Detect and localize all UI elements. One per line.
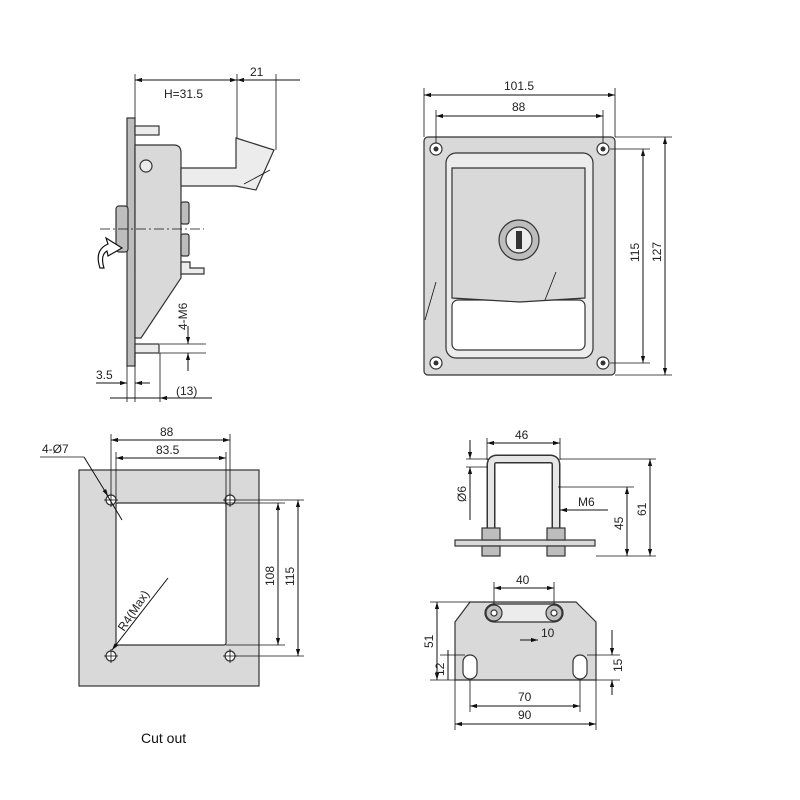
rotate-arrow-icon bbox=[97, 236, 124, 269]
dim-hole-label: 4-Ø7 bbox=[42, 442, 69, 456]
dim-3-5-label: 3.5 bbox=[96, 368, 113, 382]
side-latch-handle bbox=[180, 137, 275, 191]
dim-cut-88-label: 88 bbox=[160, 425, 174, 439]
side-bottom-tab bbox=[180, 261, 205, 275]
dim-m6-label: 4-M6 bbox=[176, 302, 190, 330]
dim-61-label: 61 bbox=[635, 502, 649, 516]
dim-21-label: 21 bbox=[250, 65, 264, 79]
dim-70-label: 70 bbox=[518, 690, 532, 704]
cutout-caption: Cut out bbox=[141, 730, 186, 746]
dim-h-label: H=31.5 bbox=[164, 87, 203, 101]
cutout-view: 4-Ø7 88 83.5 108 115 R4(Max) Cut out bbox=[40, 425, 304, 746]
bracket-view: 46 Ø6 M6 45 61 bbox=[454, 428, 656, 557]
side-housing bbox=[134, 144, 182, 339]
front-view: 101.5 88 115 127 bbox=[423, 79, 672, 376]
plate-bar bbox=[484, 603, 564, 623]
nut-left-bottom bbox=[481, 545, 501, 557]
side-view: H=31.5 21 4-M6 3.5 (13) bbox=[96, 65, 300, 402]
dim-bracket-m6-label: M6 bbox=[578, 495, 595, 509]
dim-13-label: (13) bbox=[176, 384, 197, 398]
side-top-stud bbox=[134, 125, 160, 136]
dim-cut-108-label: 108 bbox=[263, 566, 277, 586]
nut-left-top bbox=[481, 527, 501, 541]
dim-115-label: 115 bbox=[628, 243, 642, 262]
dim-10-label: 10 bbox=[541, 626, 555, 640]
u-bolt bbox=[486, 454, 561, 538]
dim-12-label: 12 bbox=[433, 662, 447, 676]
dim-90-label: 90 bbox=[518, 708, 532, 722]
plate-slot-left bbox=[462, 654, 478, 680]
bracket-plate bbox=[454, 539, 596, 547]
side-screw bbox=[139, 159, 153, 173]
dim-101-5-label: 101.5 bbox=[504, 79, 534, 93]
dim-cut-83-5-label: 83.5 bbox=[156, 443, 180, 457]
dim-46-label: 46 bbox=[515, 428, 529, 442]
keyhole-icon bbox=[516, 231, 522, 249]
front-recess-bottom bbox=[451, 299, 586, 351]
dim-phi6-label: Ø6 bbox=[455, 486, 469, 502]
dim-51-label: 51 bbox=[422, 634, 436, 648]
nut-right-top bbox=[546, 527, 566, 541]
plate-view: 40 10 51 12 15 70 90 bbox=[422, 573, 625, 730]
dim-45-label: 45 bbox=[612, 516, 626, 530]
plate-slot-right bbox=[572, 654, 588, 680]
side-cam-upper bbox=[180, 201, 190, 225]
dim-127-label: 127 bbox=[650, 242, 664, 262]
dim-cut-115-label: 115 bbox=[283, 567, 297, 586]
dim-40-label: 40 bbox=[516, 573, 530, 587]
nut-right-bottom bbox=[546, 545, 566, 557]
dim-88-label: 88 bbox=[512, 100, 526, 114]
dim-15-label: 15 bbox=[611, 658, 625, 672]
side-cam-lower bbox=[180, 233, 190, 257]
side-bottom-stud bbox=[134, 343, 160, 354]
